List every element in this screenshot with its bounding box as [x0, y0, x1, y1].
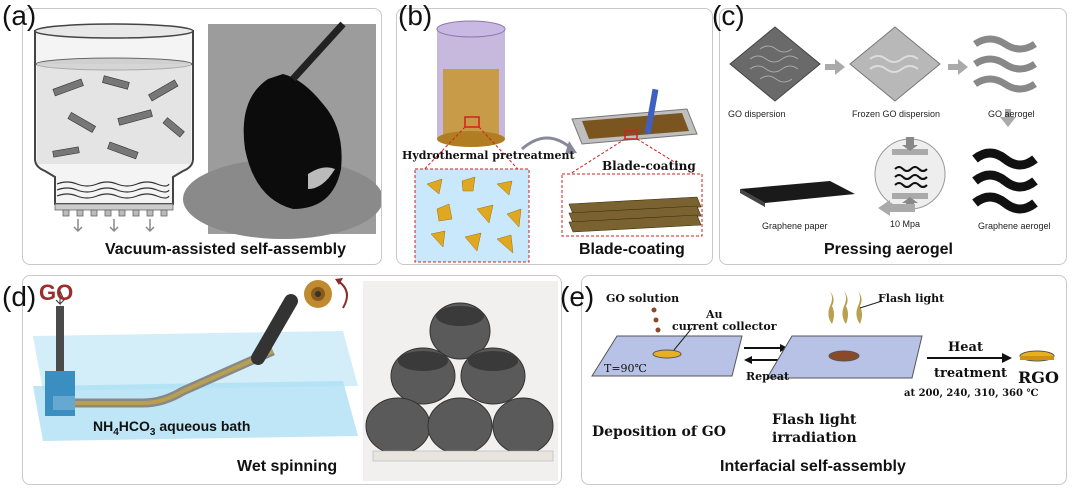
blade-label: Blade-coating: [602, 159, 696, 173]
panel-label-b: (b): [398, 0, 433, 31]
blade-coating-illustration: [414, 20, 703, 263]
graphene-aerogel-label: Graphene aerogel: [978, 221, 1051, 231]
caption-a: Vacuum-assisted self-assembly: [105, 241, 347, 258]
collector-label: current collector: [672, 320, 777, 333]
deposition-label: Deposition of GO: [592, 424, 726, 440]
panel-label-c: (c): [712, 0, 745, 31]
caption-b: Blade-coating: [579, 241, 685, 258]
heat-label: Heat: [948, 340, 983, 355]
panel-label-a-outer: (a): [2, 0, 37, 31]
bath-hco: HCO: [118, 418, 150, 434]
go-label: GO: [39, 280, 74, 305]
panel-e: GO solution Au current collector T=90℃ R…: [581, 275, 1067, 485]
flash-irr-label-1: Flash light: [772, 412, 857, 428]
au-label: Au: [706, 308, 723, 321]
go-solution-label: GO solution: [606, 292, 680, 305]
bath-sub3: 3: [149, 426, 156, 438]
caption-c: Pressing aerogel: [824, 241, 953, 258]
panel-b: Hydrothermal pretreatment Blade-coating …: [396, 8, 713, 265]
flash-light-label: Flash light: [878, 292, 945, 305]
go-dispersion-label: GO dispersion: [728, 109, 786, 119]
panel-a: Vacuum-assisted self-assembly: [22, 8, 382, 265]
pressing-aerogel-illustration: [729, 26, 1038, 216]
vacuum-filtration-illustration: [34, 21, 381, 239]
caption-d: Wet spinning: [237, 458, 338, 475]
rgo-label: RGO: [1018, 368, 1059, 387]
treatment-label: treatment: [934, 366, 1008, 381]
interfacial-self-assembly-illustration: [591, 291, 1055, 379]
go-aerogel-label: GO aerogel: [988, 109, 1035, 119]
panel-c: GO dispersion Frozen GO dispersion GO ae…: [719, 8, 1067, 265]
pressure-label: 10 Mpa: [890, 219, 921, 229]
temp-label: T=90℃: [604, 362, 647, 375]
wet-spinning-illustration: [33, 278, 558, 481]
caption-e: Interfacial self-assembly: [720, 458, 906, 475]
panel-label-e: (e): [560, 281, 595, 312]
panel-d: GO NH4HCO3 aqueous bath Wet spinning: [22, 275, 562, 485]
flash-irr-label-2: irradiation: [772, 430, 857, 446]
temps-label: at 200, 240, 310, 360 ℃: [904, 388, 1039, 399]
bath-rest: aqueous bath: [155, 418, 251, 434]
panel-label-d: (d): [2, 281, 37, 312]
bath-sub4: 4: [113, 426, 119, 438]
bath-nh: NH: [93, 418, 114, 434]
frozen-label: Frozen GO dispersion: [852, 109, 941, 119]
bath-label: NH4HCO3 aqueous bath: [93, 418, 250, 438]
hydrothermal-label: Hydrothermal pretreatment: [402, 149, 575, 162]
repeat-label: Repeat: [746, 370, 790, 383]
graphene-paper-label: Graphene paper: [762, 221, 828, 231]
